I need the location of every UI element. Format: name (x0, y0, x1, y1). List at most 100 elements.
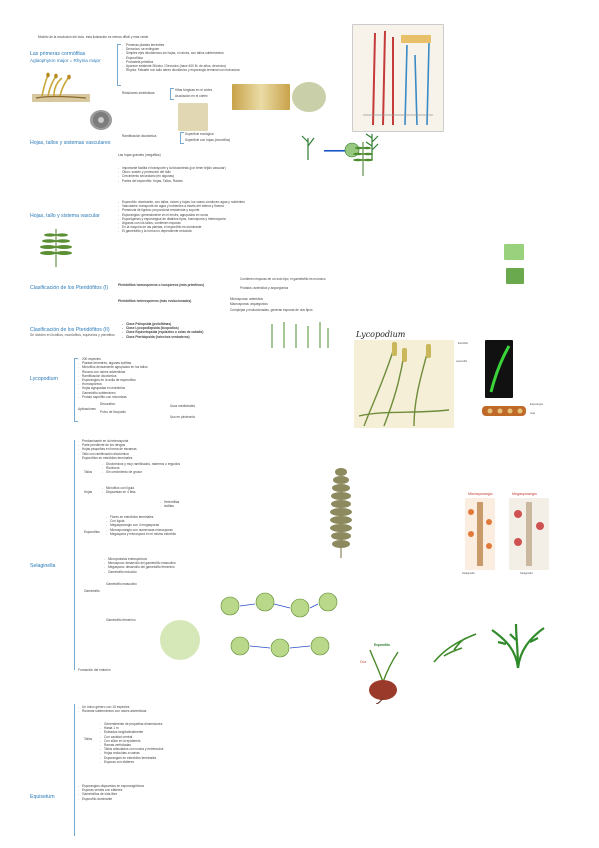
list-item: Microspora: desarrollo del gametofito ma… (104, 561, 176, 565)
list-item: Esporofito: dominante, con tallos, raíce… (118, 200, 245, 204)
list-item: En la mayoría de las plantas, el esporóf… (118, 225, 245, 229)
gametophyte-detail-image (160, 620, 200, 660)
list-item: Microfilos con lígula (102, 486, 135, 490)
s1-list: Primeras plantas terrestres Devonian, se… (122, 43, 240, 73)
section-title-hojas-tallo-sistema: Hojas, tallo y sistema vascular (30, 213, 100, 219)
s8-list: Un único género con 15 especies Rizomas … (78, 705, 146, 714)
s6-app-2: Polvo de licopodio (100, 410, 126, 414)
list-item: Partes del esporofito: Hojas, Tallos, Ra… (118, 179, 226, 183)
list-item: Dispuestas en 4 filas (102, 490, 135, 494)
list-item: Protalo saprófito con micorrizas (78, 395, 148, 399)
list-item: Esporas verdes con eláteres (78, 788, 144, 792)
list-item: Sin crecimiento de grosor (102, 470, 180, 474)
list-item: Isófilas (160, 504, 179, 508)
list-item: Presencia de lignina: proporciona resist… (118, 208, 245, 212)
brace (117, 44, 121, 86)
list-item: Microfilos densamente agrupados en los t… (78, 365, 148, 369)
brace (180, 132, 184, 144)
s7-gameto-f: Gametofito femenino (106, 618, 136, 622)
list-item: Esporógenos y esporangios de distintos t… (118, 217, 245, 221)
s4-row-hetero: Pteridófitos heterospóreos (más evolucio… (118, 299, 192, 303)
list-item: Con cavidad central (100, 735, 163, 739)
s7-hojas-list: Microfilos con lígula Dispuestas en 4 fi… (102, 486, 135, 495)
list-item: Microsporangio con numerosas microsporas (106, 528, 176, 532)
list-item: Heterófilas (160, 500, 179, 504)
s7-tallo-list: Dicotómicos y muy ramificados, rastreros… (102, 462, 180, 475)
section-subtitle-aglaophyton: Aglaophyton major = Rhynia major (30, 58, 101, 63)
list-item: Otros: sostén y protección del tallo (118, 170, 226, 174)
s8-end-list: Esporangios dispuestos en esporangióforo… (78, 784, 144, 801)
s6-list: 200 especies Plantas terrestres, algunas… (78, 357, 148, 399)
gametophyte-image (504, 244, 524, 260)
list-item: Homospóreos (78, 382, 148, 386)
s7-gameto-m: Gametofito masculino (106, 582, 137, 586)
fern-frond-image (352, 140, 374, 176)
list-item: Devonian, se extinguen (122, 47, 240, 51)
section-title-lycopodium: Lycopodium (30, 376, 58, 382)
list-item: Ramificación dicotómica (78, 374, 148, 378)
list-item: Clase Psilopsida (psilofitinas) (122, 322, 203, 326)
brace (170, 88, 174, 100)
list-item: Importante facilita el transporte y la f… (118, 166, 226, 170)
list-item: Un único género con 15 especies (78, 705, 146, 709)
list-item: Tallo con ramificación dicotómica (78, 452, 137, 456)
list-item: Esporofítica (122, 56, 240, 60)
s7-dispo-list: Heterófilas Isófilas (160, 500, 179, 509)
s2-item-3: Superficie con hojas (microfilos) (185, 138, 231, 142)
selaginella-plant-image-2 (486, 620, 550, 670)
s3-list: Importante facilita el transporte y la f… (118, 166, 226, 183)
label-microsporangio: Microsporangio (468, 492, 493, 496)
fungal-hyphae-image-2 (232, 84, 290, 110)
list-item: Esporangios dispuestos en esporangióforo… (78, 784, 144, 788)
list-item: Dicotómicos y muy ramificados, rastreros… (102, 462, 180, 466)
s6-app-3: Usos medicinales (170, 404, 195, 408)
list-item: Hojas agrupadas en estróbilos (78, 386, 148, 390)
megasporangium-image (509, 498, 549, 570)
s4-note-1: Contienen esporas de un solo tipo, el ga… (240, 277, 326, 281)
list-item: Algunas con los tallos, contienen espora… (118, 221, 245, 225)
s7-gameto-list: Microprotalos endospóricos Microspora: d… (104, 557, 176, 574)
list-item: El gametofito y la forma no dependiente … (118, 229, 245, 233)
list-item: Megaspora y microspora en el mismo estró… (106, 532, 176, 536)
pteridophyte-classes-image (266, 318, 334, 348)
s4-note-3: Microsporas: anteridios (230, 297, 263, 301)
selaginella-strobilus-image (326, 462, 356, 558)
list-item: Esporangios en la axila de esporofilos (78, 378, 148, 382)
label-estrobilo: Estróbilo (458, 342, 469, 345)
s4-row-homo: Pteridófitos homospóreos o isospóreos (m… (118, 283, 204, 287)
fern-illustration-image (36, 225, 76, 267)
s6-app-1: Decorativo (100, 402, 116, 406)
list-item: Tallos articulados con nudos y entrenudo… (100, 747, 163, 751)
header-line: Modelo de la resolución del ciclo, esta … (38, 35, 150, 39)
s7-tallo-label: Tallos (84, 470, 93, 474)
list-item: Megasporangio con 4 megasporas (106, 523, 176, 527)
list-item: Predominante en la heterosporia (78, 439, 137, 443)
section-title-selaginella: Selaginella (30, 563, 56, 569)
s6-app-4: Uso en pirotecnia (170, 415, 195, 419)
lycopodium-illustration-image (354, 340, 454, 428)
s2-extra: Las hojas grandes (megafilos) (118, 153, 161, 157)
list-item: Hasta 1 m (100, 726, 163, 730)
list-item: Plantas terrestres, algunas epífitas (78, 361, 148, 365)
lycopodium-microscopy-image (485, 340, 513, 398)
list-item: Gametofito reducido (104, 570, 176, 574)
fungal-hyphae-image-3 (292, 82, 326, 112)
s5-list: Clase Psilopsida (psilofitinas) Clase Ly… (122, 322, 203, 339)
list-item: Megaspora: desarrollo del gametofito fem… (104, 565, 176, 569)
list-item: Hojas pequeñas en forma de escamas (78, 447, 137, 451)
list-item: Primeras plantas terrestres (122, 43, 240, 47)
rhynia-plant-image (32, 72, 90, 102)
s7-embryo: Formación del embrión (78, 668, 111, 672)
lycopodium-strobilus-detail-image (478, 400, 530, 422)
label-cria: Cría (360, 660, 367, 664)
list-item: Flores en estróbilos terminales (106, 515, 176, 519)
label-esporangio: Esporangio (530, 403, 544, 406)
section-title-clasificacion-1: Clasificación de los Pteridófitos (I) (30, 285, 109, 291)
sporophyte-emerging-image (358, 648, 408, 705)
s1-relation-2: Asociación en el córtex (175, 94, 208, 98)
s7-list: Predominante en la heterosporia Parte pe… (78, 439, 137, 460)
list-item: 200 especies (78, 357, 148, 361)
brace (74, 358, 78, 422)
list-item: Con sílice en la epidermis (100, 739, 163, 743)
list-item: Crecimiento secundario (en algunas) (118, 174, 226, 178)
